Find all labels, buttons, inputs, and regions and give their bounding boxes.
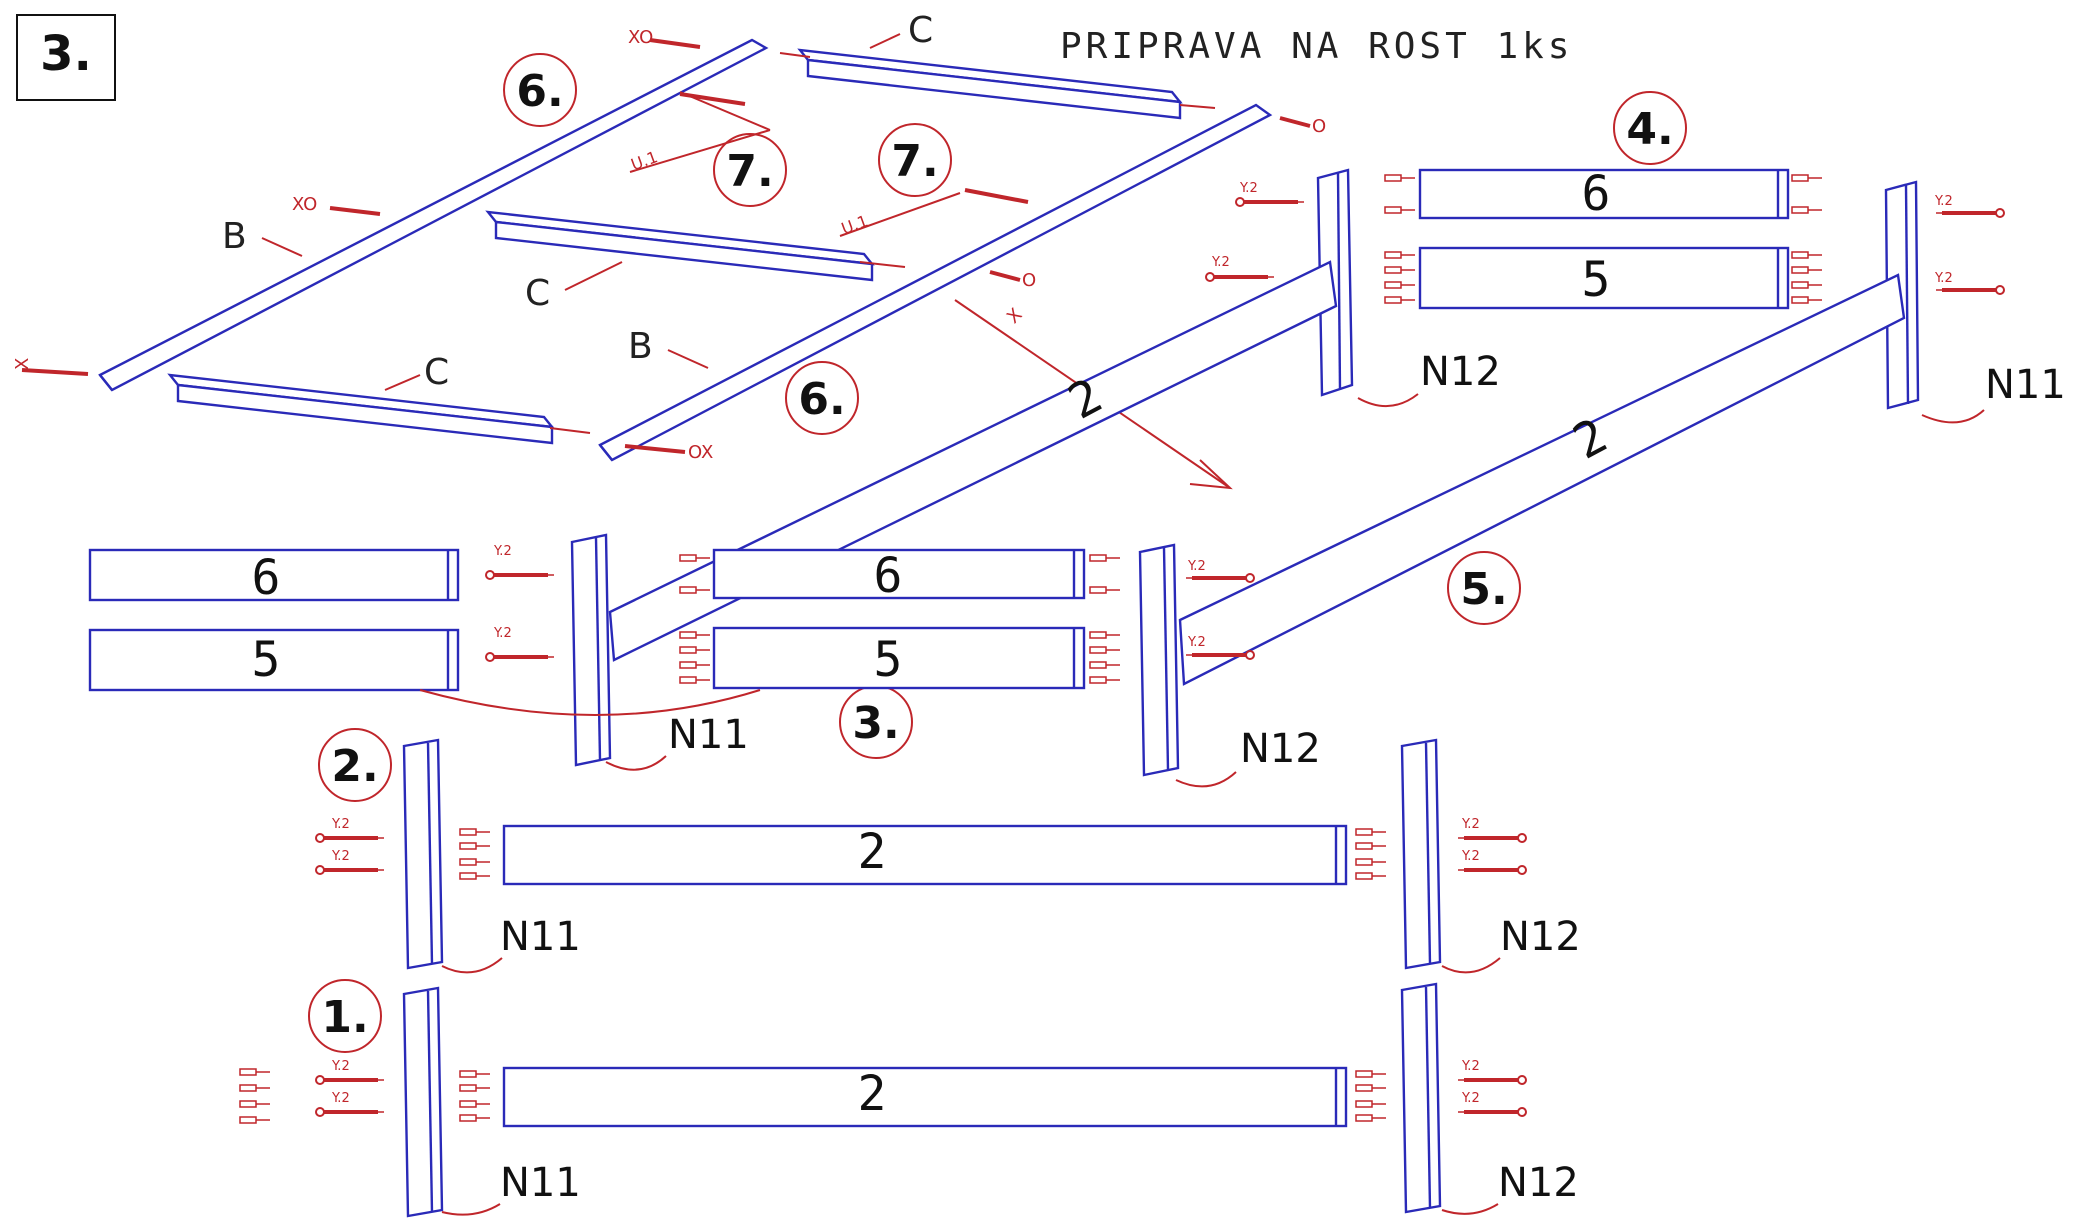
hw-y2-s3-1: Y.2 [493, 544, 512, 559]
hw-x-2: X [1003, 304, 1027, 328]
hw-y2-s1-2: Y.2 [331, 1091, 350, 1106]
label-board-2-step1: 2 [858, 1066, 887, 1122]
label-rail-c-1: C [908, 10, 933, 51]
hw-y2-s1-1: Y.2 [331, 1059, 350, 1074]
label-post-n11-s1: N11 [500, 1160, 581, 1206]
label-board-6-loose: 6 [252, 550, 281, 606]
label-board-6-step3: 6 [874, 548, 903, 604]
step4-assembly: 6 5 Y.2 Y.2 Y.2 Y.2 N12 N11 [1204, 166, 2066, 424]
sheet-number-box: 3. [16, 14, 116, 101]
hw-x-1: X [12, 358, 33, 370]
post-n12-step2 [1400, 738, 1442, 970]
post-n12-step1 [1400, 982, 1442, 1214]
label-board-5-loose: 5 [252, 632, 281, 688]
label-board-6-step4: 6 [1582, 166, 1611, 222]
board-6-step4 [1418, 168, 1790, 220]
board-5-loose [88, 628, 460, 692]
label-post-n12-s4: N12 [1420, 349, 1501, 395]
board-5-step3 [712, 626, 1086, 690]
hw-y2-s2-4: Y.2 [1461, 849, 1480, 864]
label-post-n11-s4: N11 [1985, 362, 2066, 408]
step-6a: 6. [516, 66, 563, 117]
step-4: 4. [1626, 104, 1673, 155]
hw-y2-s4-3: Y.2 [1934, 194, 1953, 209]
post-n11-step1 [402, 986, 444, 1218]
board-2-step1 [502, 1066, 1348, 1128]
board-6-step3 [712, 548, 1086, 600]
label-post-n11-s2: N11 [500, 914, 581, 960]
hw-y2-s2-3: Y.2 [1461, 817, 1480, 832]
hw-y2-s3-4: Y.2 [1187, 635, 1206, 650]
post-n12-step3 [1138, 543, 1180, 777]
hw-o-2: O [1022, 270, 1036, 291]
label-post-n12-s3: N12 [1240, 726, 1321, 772]
step2-assembly: 2 Y.2 Y.2 Y.2 Y.2 N11 N12 [314, 738, 1581, 974]
board-6-loose [88, 548, 460, 602]
step-2: 2. [331, 741, 378, 792]
label-post-n12-s2: N12 [1500, 914, 1581, 960]
step-3: 3. [852, 698, 899, 749]
hw-ox: OX [688, 442, 713, 463]
hw-y2-s2-2: Y.2 [331, 849, 350, 864]
step-1: 1. [321, 992, 368, 1043]
step-markers: 6. 7. 7. 6. 4. 5. 3. 2. 1. [308, 53, 1687, 1053]
sheet-number: 3. [40, 26, 92, 82]
label-board-5-step3: 5 [874, 632, 903, 688]
step-5: 5. [1460, 564, 1507, 615]
label-board-5-step4: 5 [1582, 252, 1611, 308]
hw-y2-s4-1: Y.2 [1239, 181, 1258, 196]
hw-y2-s4-4: Y.2 [1934, 271, 1953, 286]
frame-top-assembly: XO XO O O OX X X U.1 U.1 B B C C C [12, 10, 1326, 490]
label-rail-c-3: C [424, 352, 449, 393]
hw-xo-2: XO [292, 194, 317, 215]
hw-y2-s1-4: Y.2 [1461, 1091, 1480, 1106]
step-6b: 6. [798, 374, 845, 425]
hw-y2-s2-1: Y.2 [331, 817, 350, 832]
label-post-n11-s3: N11 [668, 712, 749, 758]
step1-assembly: 2 Y.2 Y.2 Y.2 Y.2 N11 N12 [239, 982, 1579, 1218]
label-post-n12-s1: N12 [1498, 1160, 1579, 1206]
step-7a: 7. [726, 146, 773, 197]
label-rail-b-1: B [222, 216, 247, 257]
post-n11-step3 [570, 533, 612, 767]
label-rail-c-2: C [525, 273, 550, 314]
post-n11-step2 [402, 738, 444, 970]
board-2-long-lower [1178, 273, 1906, 686]
hw-y2-s3-3: Y.2 [1187, 559, 1206, 574]
step3-step5-assembly: 2 2 6 5 6 5 Y.2 Y.2 Y.2 [88, 260, 1906, 788]
hw-y2-s4-2: Y.2 [1211, 255, 1230, 270]
board-2-step2 [502, 824, 1348, 886]
rail-b-left [98, 38, 769, 392]
label-rail-b-2: B [628, 326, 653, 367]
step-7b: 7. [891, 136, 938, 187]
post-n12-step4 [1316, 168, 1354, 397]
hw-o-1: O [1312, 116, 1326, 137]
label-board-2-step2: 2 [858, 824, 887, 880]
hw-y2-s1-3: Y.2 [1461, 1059, 1480, 1074]
page-title: PRIPRAVA NA ROST 1ks [1060, 26, 1573, 67]
hw-xo-1: XO [628, 27, 653, 48]
board-5-step4 [1418, 246, 1790, 310]
hw-y2-s3-2: Y.2 [493, 626, 512, 641]
